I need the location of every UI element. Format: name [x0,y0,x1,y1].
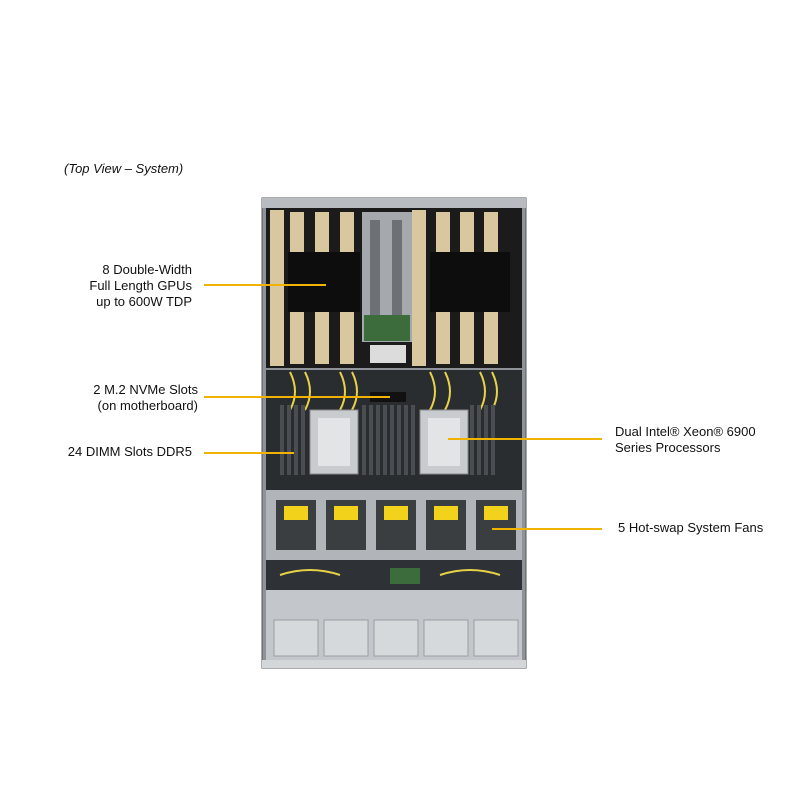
callout-dimm: 24 DIMM Slots DDR5 [40,444,192,460]
gpu-group-left [270,210,360,366]
fans [276,500,516,550]
callout-fans: 5 Hot-swap System Fans [618,520,788,536]
view-caption: (Top View – System) [64,161,184,176]
callout-cpu: Dual Intel® Xeon® 6900 Series Processors [615,424,785,456]
center-riser [362,212,412,363]
dimm-slots [280,405,495,475]
callout-gpus-line2: Full Length GPUs [89,278,192,293]
callout-nvme-line1: 2 M.2 NVMe Slots [93,382,198,397]
callout-nvme: 2 M.2 NVMe Slots (on motherboard) [58,382,198,414]
callout-gpus-line1: 8 Double-Width [102,262,192,277]
callout-dimm-line1: 24 DIMM Slots DDR5 [67,444,192,459]
gpu-group-right [412,210,510,366]
callout-cpu-line2: Series Processors [615,440,721,455]
leader-dimm [204,452,294,454]
callout-gpus: 8 Double-Width Full Length GPUs up to 60… [72,262,192,310]
leader-cpu [448,438,602,440]
callout-gpus-line3: up to 600W TDP [96,294,192,309]
leader-gpus [204,284,326,286]
leader-fans [492,528,602,530]
callout-cpu-line1: Dual Intel® Xeon® 6900 [615,424,756,439]
leader-nvme [204,396,390,398]
callout-fans-line1: 5 Hot-swap System Fans [618,520,764,535]
callout-nvme-line2: (on motherboard) [97,398,198,413]
